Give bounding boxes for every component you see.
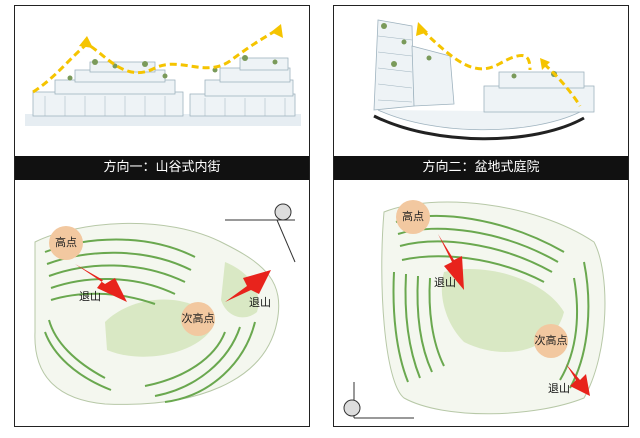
terrace-plan-basin — [343, 201, 606, 419]
secondary-high-point-marker: 次高点 — [534, 324, 568, 358]
setback-label: 退山 — [548, 382, 570, 395]
setback-label: 退山 — [434, 276, 456, 289]
high-point-marker: 高点 — [396, 200, 430, 234]
setback-label: 退山 — [79, 290, 101, 303]
building-render-basin — [373, 19, 595, 141]
scheme-caption: 方向二：盆地式庭院 — [334, 156, 628, 180]
scheme-caption: 方向一：山谷式内街 — [15, 156, 309, 180]
setback-label: 退山 — [249, 296, 271, 309]
terrace-plan-valley — [34, 203, 296, 405]
high-point-marker: 高点 — [49, 226, 83, 260]
scheme-panel-valley: 方向一：山谷式内街 高点 次高点 退山 退山 — [14, 5, 310, 427]
secondary-high-point-marker: 次高点 — [181, 302, 215, 336]
building-render-valley — [25, 24, 301, 126]
scheme-panel-basin: 方向二：盆地式庭院 高点 次高点 退山 退山 — [333, 5, 629, 427]
